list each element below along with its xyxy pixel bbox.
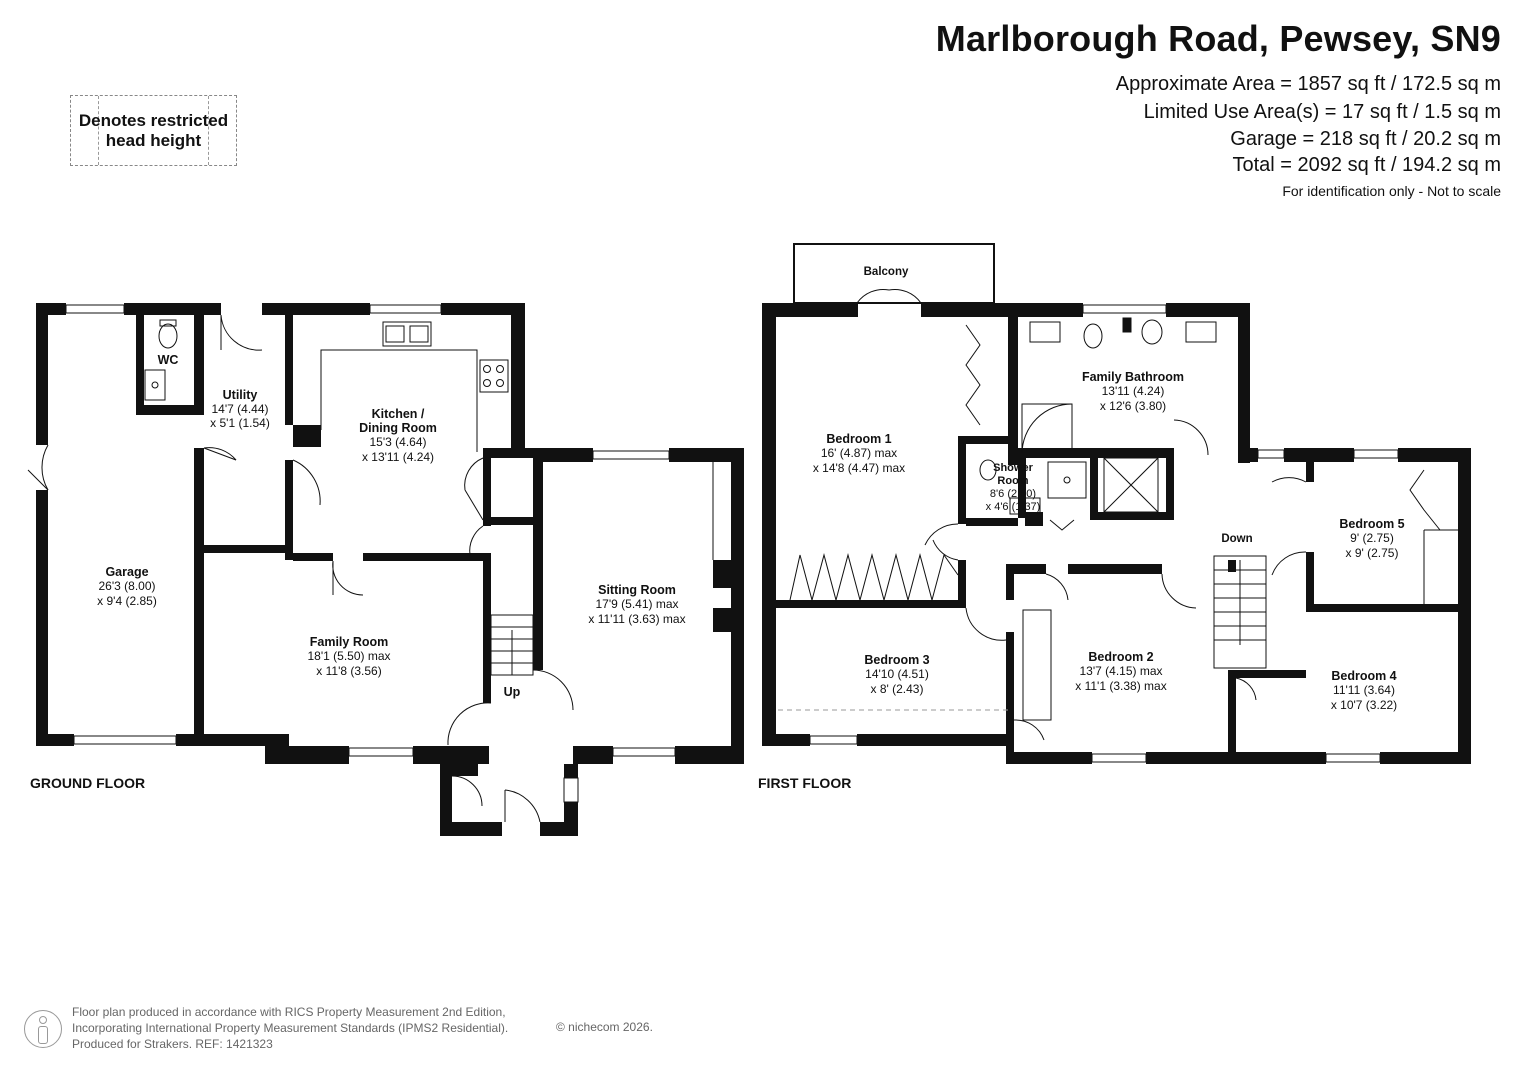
family-room-dim2: x 11'8 (3.56): [316, 664, 381, 678]
property-title: Marlborough Road, Pewsey, SN9: [935, 18, 1501, 59]
room-labels: WC Utility 14'7 (4.44) x 5'1 (1.54) Kitc…: [97, 266, 1405, 712]
utility-dim2: x 5'1 (1.54): [210, 416, 270, 430]
legend-line-1: Denotes restricted: [78, 110, 229, 130]
bedroom4-name: Bedroom 4: [1331, 669, 1396, 683]
stairs-down-label: Down: [1221, 533, 1252, 545]
footer-line-3: Produced for Strakers. REF: 1421323: [72, 1037, 273, 1051]
shower-room-name2: Room: [997, 475, 1028, 487]
fittings: [144, 317, 1458, 676]
shower-room-dim1: 8'6 (2.60): [990, 488, 1036, 500]
ground-floor-walls: [36, 303, 744, 836]
first-floor-label: FIRST FLOOR: [758, 775, 852, 791]
bedroom3-name: Bedroom 3: [864, 653, 929, 667]
footer-line-2: Incorporating International Property Mea…: [72, 1021, 509, 1035]
bedroom2-name: Bedroom 2: [1088, 650, 1153, 664]
balcony-name: Balcony: [864, 266, 909, 278]
kitchen-name2: Dining Room: [359, 421, 437, 435]
scale-note: For identification only - Not to scale: [1282, 183, 1501, 199]
total-area: Total = 2092 sq ft / 194.2 sq m: [1232, 154, 1502, 176]
utility-name: Utility: [223, 388, 258, 402]
doors: [27, 288, 1307, 823]
bedroom3-dim2: x 8' (2.43): [871, 682, 924, 696]
sitting-room-dim2: x 11'11 (3.63) max: [588, 612, 685, 626]
measurement-standard-icon: [24, 1010, 62, 1048]
bedroom1-dim2: x 14'8 (4.47) max: [813, 461, 905, 475]
legend-line-2: head height: [105, 130, 202, 150]
bedroom5-dim1: 9' (2.75): [1350, 531, 1394, 545]
footer-text: Floor plan produced in accordance with R…: [72, 1004, 508, 1052]
limited-use-area: Limited Use Area(s) = 17 sq ft / 1.5 sq …: [1143, 101, 1501, 123]
bedroom3-dim1: 14'10 (4.51): [865, 667, 929, 681]
family-room-name: Family Room: [310, 635, 389, 649]
footer-copyright: © nichecom 2026.: [556, 1020, 653, 1034]
shower-room-name1: Shower: [993, 462, 1033, 474]
family-bathroom-dim2: x 12'6 (3.80): [1100, 399, 1166, 413]
footer-line-1: Floor plan produced in accordance with R…: [72, 1005, 506, 1019]
shower-room-dim2: x 4'6 (1.37): [986, 501, 1041, 513]
stairs-up-label: Up: [504, 685, 521, 699]
garage-name: Garage: [105, 565, 148, 579]
bedroom5-dim2: x 9' (2.75): [1346, 546, 1399, 560]
bedroom4-dim1: 11'11 (3.64): [1333, 683, 1395, 697]
sitting-room-dim1: 17'9 (5.41) max: [596, 597, 679, 611]
wc-name: WC: [158, 353, 179, 367]
ground-floor-label: GROUND FLOOR: [30, 775, 146, 791]
garage-dim1: 26'3 (8.00): [99, 579, 156, 593]
bedroom2-dim1: 13'7 (4.15) max: [1080, 664, 1163, 678]
bedroom1-name: Bedroom 1: [826, 432, 891, 446]
bedroom1-dim1: 16' (4.87) max: [821, 446, 897, 460]
approximate-area: Approximate Area = 1857 sq ft / 172.5 sq…: [1115, 73, 1501, 95]
sitting-room-name: Sitting Room: [598, 583, 676, 597]
windows: [65, 304, 1399, 803]
bedroom5-name: Bedroom 5: [1339, 517, 1404, 531]
bedroom4-dim2: x 10'7 (3.22): [1331, 698, 1397, 712]
garage-area: Garage = 218 sq ft / 20.2 sq m: [1230, 128, 1501, 150]
bedroom2-dim2: x 11'1 (3.38) max: [1075, 679, 1166, 693]
kitchen-dim1: 15'3 (4.64): [370, 435, 427, 449]
restricted-height-legend: Denotes restricted head height: [70, 95, 237, 166]
first-floor-walls: [762, 303, 1471, 764]
family-room-dim1: 18'1 (5.50) max: [308, 649, 391, 663]
utility-dim1: 14'7 (4.44): [212, 402, 269, 416]
family-bathroom-dim1: 13'11 (4.24): [1102, 384, 1165, 398]
kitchen-name1: Kitchen /: [372, 407, 425, 421]
family-bathroom-name: Family Bathroom: [1082, 370, 1184, 384]
kitchen-dim2: x 13'11 (4.24): [362, 450, 434, 464]
garage-dim2: x 9'4 (2.85): [97, 594, 157, 608]
